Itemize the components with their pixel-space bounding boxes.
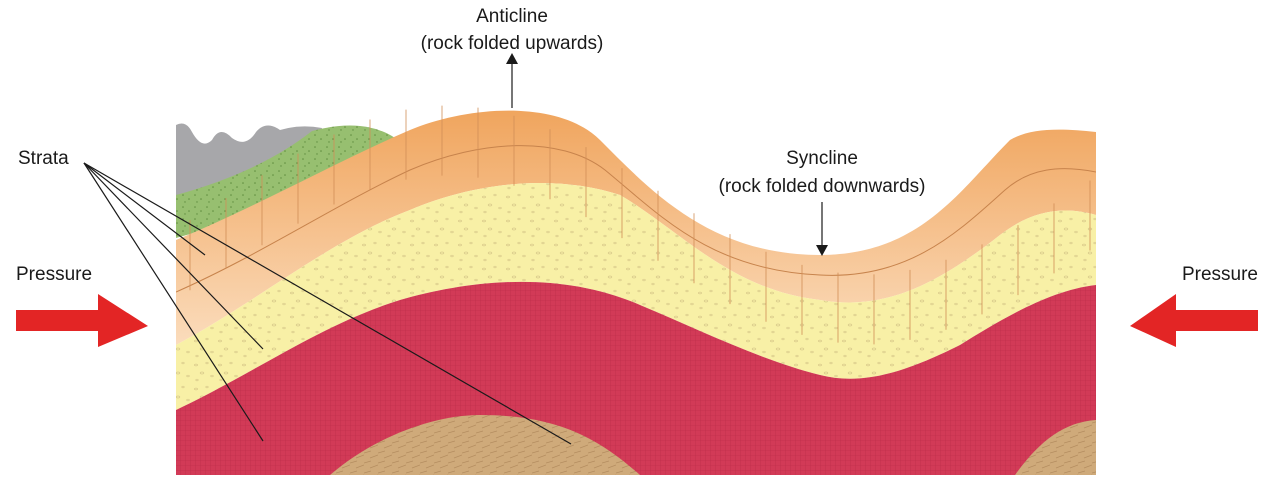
- pressure-arrow-left: [16, 294, 148, 347]
- grey-rock-layer: [176, 123, 322, 200]
- anticline-sublabel: (rock folded upwards): [421, 33, 604, 54]
- anticline-label: Anticline: [476, 6, 548, 27]
- syncline-sublabel: (rock folded downwards): [719, 176, 926, 197]
- pressure-label-left: Pressure: [16, 264, 92, 285]
- syncline-label: Syncline: [786, 148, 858, 169]
- tan-lower-layer: [330, 415, 640, 475]
- green-layer: [176, 125, 395, 238]
- pressure-label-right: Pressure: [1182, 264, 1258, 285]
- rock-block: [176, 110, 1096, 475]
- brick-lines: [189, 105, 1091, 345]
- red-gridded-layer: [176, 281, 1096, 475]
- tan-lower-layer-right: [1015, 420, 1096, 475]
- yellow-speckled-layer: [176, 183, 1096, 410]
- strata-label: Strata: [18, 148, 69, 169]
- pressure-arrow-right: [1130, 294, 1258, 347]
